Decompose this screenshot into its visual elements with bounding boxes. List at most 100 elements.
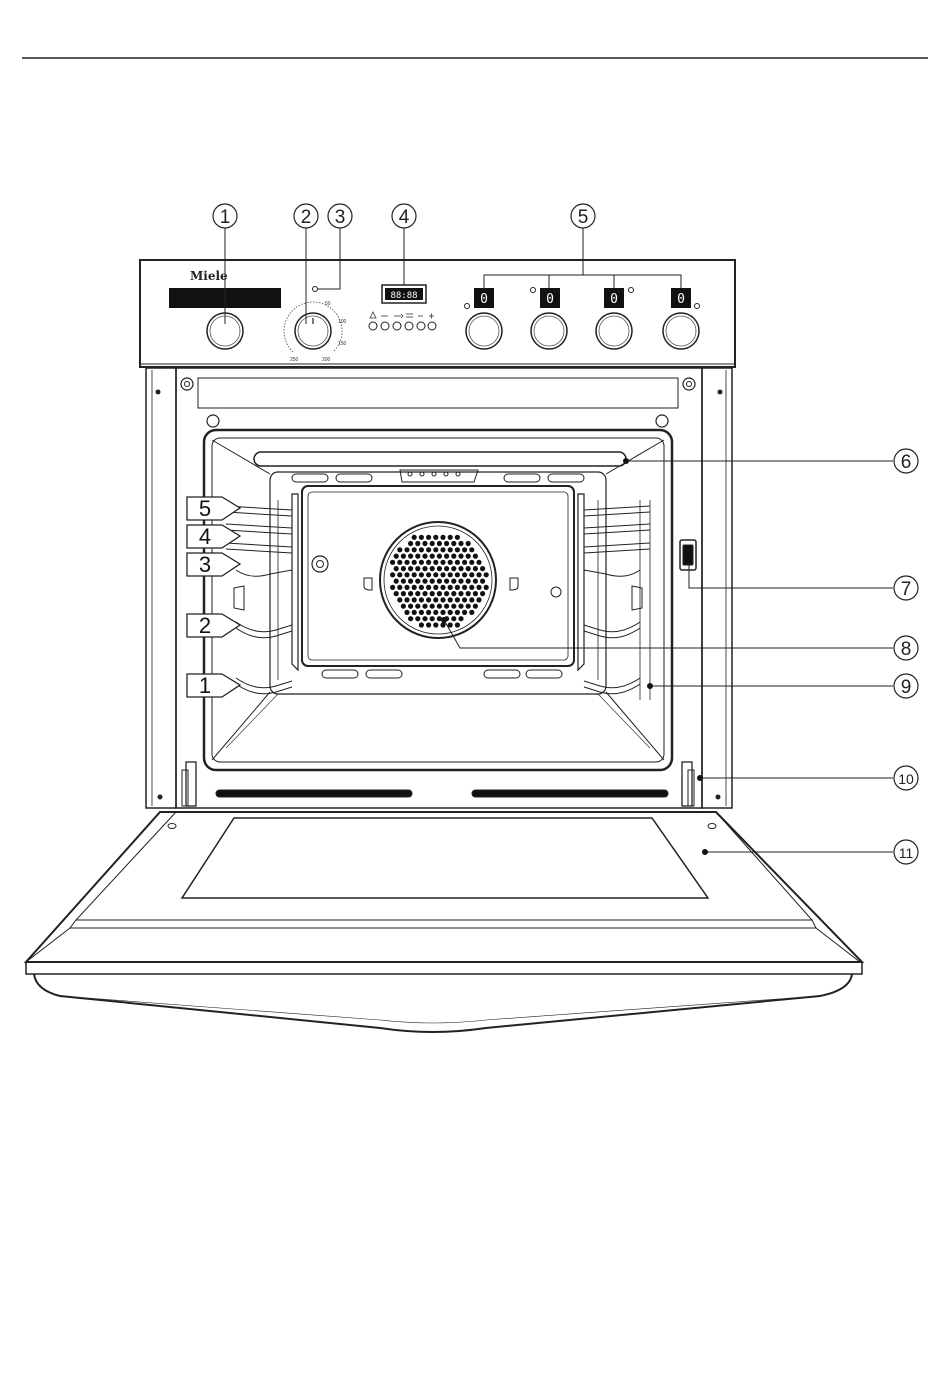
fan-grille-hole xyxy=(451,579,456,584)
callout-9: 9 xyxy=(894,674,918,698)
svg-text:3: 3 xyxy=(199,552,211,577)
fan-grille-hole xyxy=(426,622,431,627)
fan-grille-hole xyxy=(430,566,435,571)
fan-grille-hole xyxy=(415,604,420,609)
hob-zone-knob[interactable] xyxy=(663,313,699,349)
fan-grille-hole xyxy=(469,585,474,590)
zone-display-value: 0 xyxy=(480,292,488,307)
dial-scale-label: 250 xyxy=(290,357,299,363)
fan-grille-hole xyxy=(458,604,463,609)
fan-grille-hole xyxy=(408,541,413,546)
brand-logo: Miele xyxy=(190,269,228,283)
fan-grille-hole xyxy=(458,591,463,596)
fan-grille-hole xyxy=(419,585,424,590)
fan-grille-hole xyxy=(462,572,467,577)
svg-text:10: 10 xyxy=(898,771,914,787)
fan-grille-hole xyxy=(473,554,478,559)
zone-display-value: 0 xyxy=(610,292,618,307)
dial-scale-label: 200 xyxy=(322,357,331,363)
fan-grille-hole xyxy=(473,604,478,609)
fan-grille-hole xyxy=(448,585,453,590)
fan-grille-hole xyxy=(422,616,427,621)
fan-grille-hole xyxy=(394,591,399,596)
fan-grille-hole xyxy=(426,560,431,565)
fan-grille-hole xyxy=(433,622,438,627)
callout-5: 5 xyxy=(571,204,595,228)
fan-grille-hole xyxy=(394,579,399,584)
svg-text:3: 3 xyxy=(335,207,346,228)
fan-grille-hole xyxy=(437,554,442,559)
fan-grille-hole xyxy=(455,560,460,565)
fan-grille-hole xyxy=(444,591,449,596)
fan-grille-hole xyxy=(437,591,442,596)
fan-grille-hole xyxy=(484,585,489,590)
fan-grille-hole xyxy=(404,547,409,552)
hob-zone-knob[interactable] xyxy=(466,313,502,349)
svg-text:7: 7 xyxy=(901,579,912,600)
svg-text:2: 2 xyxy=(301,207,312,228)
fan-grille-hole xyxy=(433,560,438,565)
dial-scale-label: 100 xyxy=(338,319,347,325)
zone-display-value: 0 xyxy=(546,292,554,307)
fan-grille-hole xyxy=(415,579,420,584)
fan-grille-hole xyxy=(469,597,474,602)
fan-grille-hole xyxy=(390,585,395,590)
fan-grille-hole xyxy=(394,554,399,559)
fan-grille-hole xyxy=(476,597,481,602)
callout-11: 11 xyxy=(894,840,918,864)
fan-grille-hole xyxy=(455,610,460,615)
fan-grille-hole xyxy=(397,547,402,552)
fan-grille-hole xyxy=(440,610,445,615)
callout-8: 8 xyxy=(894,636,918,660)
fan-grille-hole xyxy=(458,616,463,621)
fan-grille-hole xyxy=(415,591,420,596)
fan-grille-hole xyxy=(444,541,449,546)
hob-zone-knob[interactable] xyxy=(596,313,632,349)
fan-grille-hole xyxy=(448,560,453,565)
fan-grille-hole xyxy=(444,604,449,609)
callout-4: 4 xyxy=(392,204,416,228)
fan-grille-hole xyxy=(466,604,471,609)
fan-grille-hole xyxy=(397,597,402,602)
shelf-level-3-tag: 3 xyxy=(187,552,240,577)
fan-grille-hole xyxy=(401,554,406,559)
fan-grille-hole xyxy=(426,535,431,540)
svg-text:4: 4 xyxy=(399,207,410,228)
fan-grille-hole xyxy=(419,572,424,577)
fan-grille-hole xyxy=(451,541,456,546)
fan-grille-hole xyxy=(422,591,427,596)
fan-grille-hole xyxy=(473,579,478,584)
fan-grille-hole xyxy=(476,585,481,590)
fan-grille-hole xyxy=(462,610,467,615)
fan-grille-hole xyxy=(458,541,463,546)
fan-grille-hole xyxy=(397,560,402,565)
dial-scale-label: 50 xyxy=(325,301,331,307)
fan-grille-hole xyxy=(462,585,467,590)
fan-grille-hole xyxy=(480,579,485,584)
zone-display-value: 0 xyxy=(677,292,685,307)
fan-grille-hole xyxy=(426,572,431,577)
fan-grille-hole xyxy=(480,566,485,571)
fan-grille-hole xyxy=(451,566,456,571)
fan-grille-hole xyxy=(412,610,417,615)
fan-grille-hole xyxy=(437,579,442,584)
fan-grille-hole xyxy=(433,585,438,590)
svg-text:1: 1 xyxy=(199,673,211,698)
fan-grille-hole xyxy=(430,579,435,584)
fan-grille-hole xyxy=(444,579,449,584)
fan-grille-hole xyxy=(430,604,435,609)
callout-6: 6 xyxy=(894,449,918,473)
fan-grille-hole xyxy=(433,597,438,602)
fan-grille-hole xyxy=(484,572,489,577)
fan-grille-hole xyxy=(412,547,417,552)
temperature-indicator-light xyxy=(313,287,318,292)
hob-zone-knob[interactable] xyxy=(531,313,567,349)
fan-grille-hole xyxy=(404,572,409,577)
svg-text:8: 8 xyxy=(901,639,912,660)
fan-grille-hole xyxy=(451,616,456,621)
fan-grille-hole xyxy=(415,616,420,621)
fan-grille-hole xyxy=(426,585,431,590)
control-panel: Miele 50 100 150 200 250 88:88 xyxy=(140,260,735,367)
dial-scale-label: 150 xyxy=(338,341,347,347)
fan-grille-hole xyxy=(419,535,424,540)
